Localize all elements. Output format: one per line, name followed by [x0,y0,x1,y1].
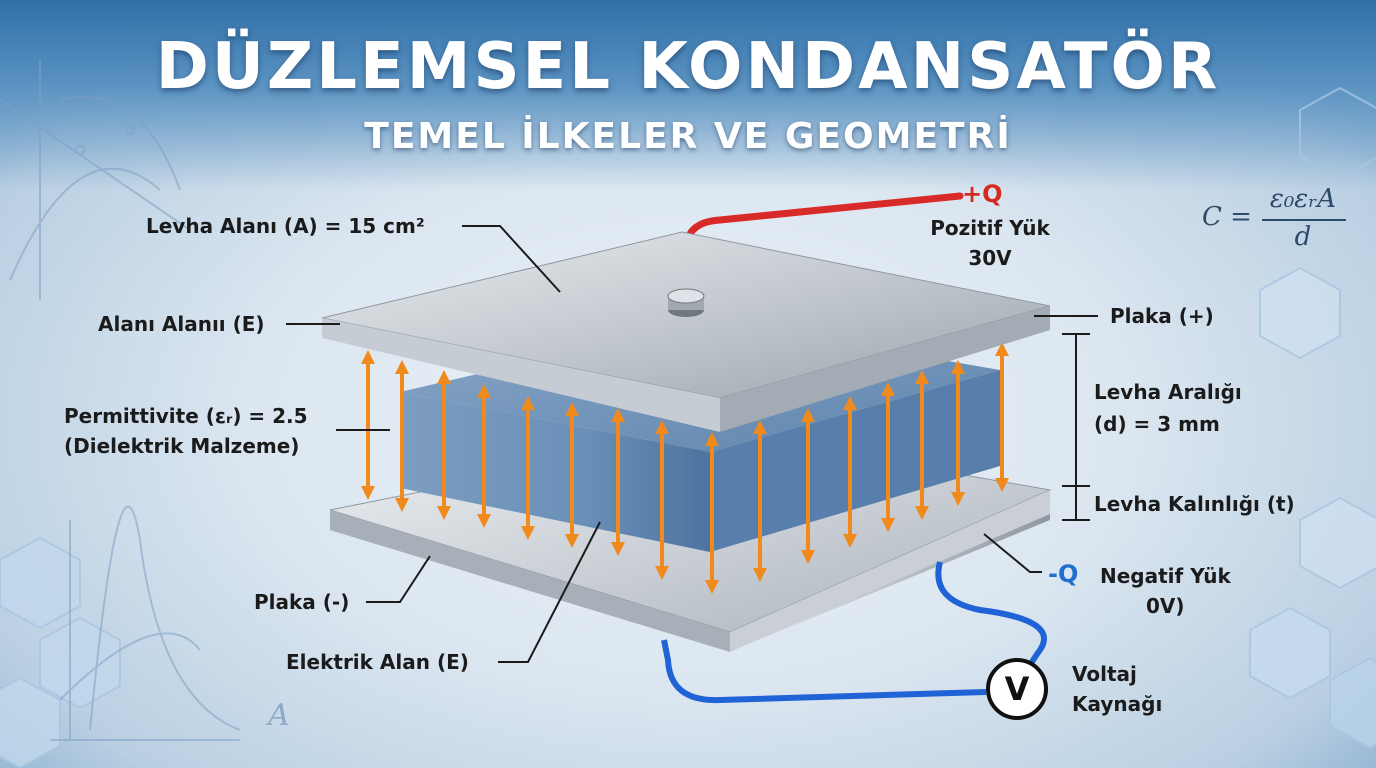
field-arrow-head-up [477,384,491,398]
hexagon-pattern-left [0,536,121,768]
permittivity-label-line2: (Dielektrik Malzeme) [64,434,300,458]
negative-charge-label-line2: 0V) [1146,594,1185,618]
page-subtitle: TEMEL İLKELER VE GEOMETRİ [364,116,1012,157]
field-arrow-head-up [655,420,669,434]
negative-charge-symbol: -Q [1048,560,1079,588]
field-arrow-head-down [881,518,895,532]
field-arrow-head-down [565,534,579,548]
field-arrow-head-down [753,568,767,582]
negative-return-wire [661,639,987,704]
positive-charge-symbol: +Q [962,180,1003,208]
voltage-source-label-line2: Kaynağı [1072,692,1163,716]
field-arrow-head-down [705,580,719,594]
field-arrow-head-down [995,478,1009,492]
field-arrow-head-up [611,408,625,422]
field-arrow-head-up [995,342,1009,356]
field-arrow-head-down [951,492,965,506]
field-arrow-head-up [753,420,767,434]
negative-charge-label-line1: Negatif Yük [1100,564,1231,588]
field-arrow-head-down [477,514,491,528]
formula-fraction-bar [1262,219,1346,221]
field-arrow-head-up [843,396,857,410]
title-banner [0,0,1376,190]
voltage-source-label-line1: Voltaj [1072,662,1137,686]
field-arrow-head-down [915,506,929,520]
capacitance-formula: C = ε₀εᵣA d [1198,184,1348,254]
permittivity-label-line1: Permittivite (εᵣ) = 2.5 [64,404,308,428]
field-arrow-head-up [437,370,451,384]
positive-terminal [667,288,705,317]
formula-denominator: d [1294,222,1312,252]
negative-plate-label: Plaka (-) [254,590,350,614]
field-arrow-head-down [437,506,451,520]
field-arrow-head-down [611,542,625,556]
field-arrow-head-up [565,402,579,416]
positive-charge-label-line1: Pozitif Yük [930,216,1050,240]
plate-gap-label-line2: (d) = 3 mm [1094,412,1220,436]
field-arrow-head-up [915,370,929,384]
formula-numerator: ε₀εᵣA [1269,184,1337,214]
electric-field-label: Elektrik Alan (E) [286,650,469,674]
positive-charge-label-line2: 30V [968,246,1012,270]
field-arrow-head-down [801,550,815,564]
field-arrow-head-up [881,382,895,396]
plate-thickness-label: Levha Kalınlığı (t) [1094,492,1295,516]
field-arrow-head-up [951,360,965,374]
page-title: DÜZLEMSEL KONDANSATÖR [155,30,1221,104]
field-arrow-head-up [361,350,375,364]
voltmeter-icon: V [986,658,1048,720]
field-arrow-head-down [521,526,535,540]
electric-field-arrows [361,342,1009,594]
field-arrow-head-up [801,408,815,422]
field-arrow-head-down [395,498,409,512]
background-graph-sketch [0,60,241,741]
field-arrow-head-up [395,360,409,374]
field-arrow-head-down [361,486,375,500]
positive-plate-label: Plaka (+) [1110,304,1214,328]
field-arrow-head-down [843,534,857,548]
formula-lhs: C = [1202,202,1252,232]
background-letter: A [268,698,290,733]
leader-lines [286,225,1098,663]
field-area-label: Alanı Alanıı (E) [98,312,265,336]
field-arrow-head-up [521,396,535,410]
hexagon-pattern-right [1249,86,1376,750]
field-arrow-head-up [705,432,719,446]
field-arrow-head-down [655,566,669,580]
plate-area-label: Levha Alanı (A) = 15 cm² [146,214,425,238]
plate-gap-label-line1: Levha Aralığı [1094,380,1242,404]
